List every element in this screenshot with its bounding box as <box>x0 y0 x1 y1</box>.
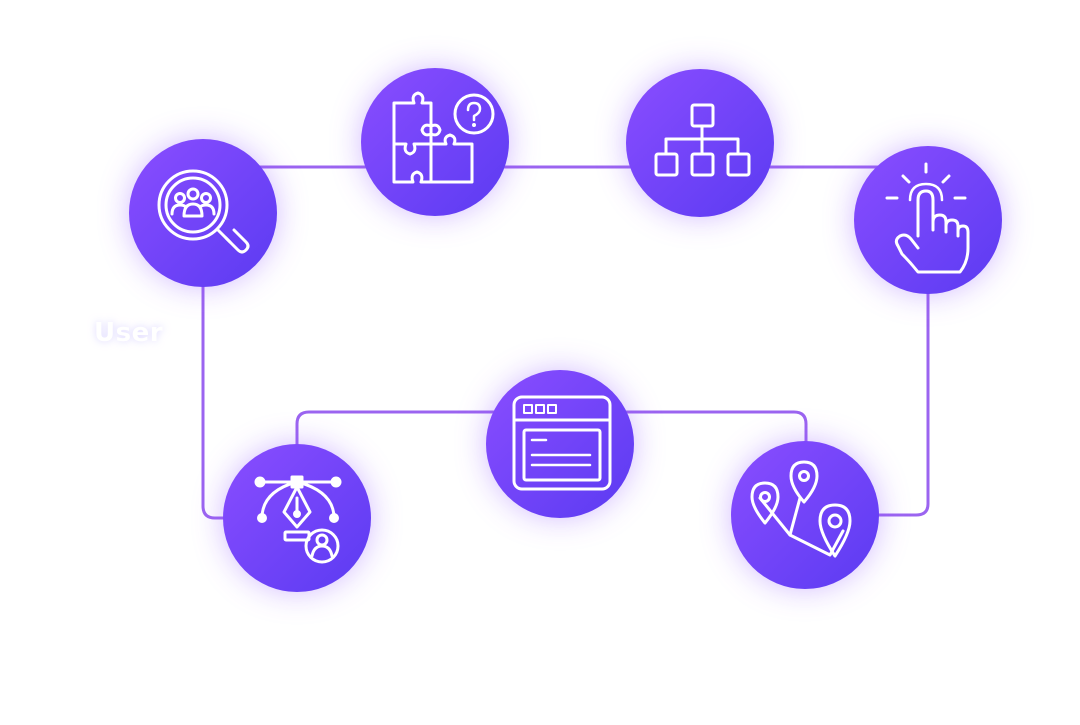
tap-hand-icon <box>885 162 970 274</box>
node-wireframe <box>486 370 634 518</box>
connector-right <box>803 218 930 517</box>
node-information-architecture <box>626 69 774 217</box>
journey-map-pins-icon <box>750 460 852 558</box>
sitemap-hierarchy-icon <box>654 103 751 177</box>
puzzle-question-icon <box>392 91 495 184</box>
node-interaction <box>854 146 1002 294</box>
browser-window-icon <box>512 395 612 491</box>
connector-left <box>201 211 298 520</box>
node-problem-solving <box>361 68 509 216</box>
pen-tool-user-icon <box>254 475 342 564</box>
node-user-journey <box>731 441 879 589</box>
faint-node-label: User <box>94 318 164 348</box>
user-research-magnifier-icon <box>157 169 250 254</box>
